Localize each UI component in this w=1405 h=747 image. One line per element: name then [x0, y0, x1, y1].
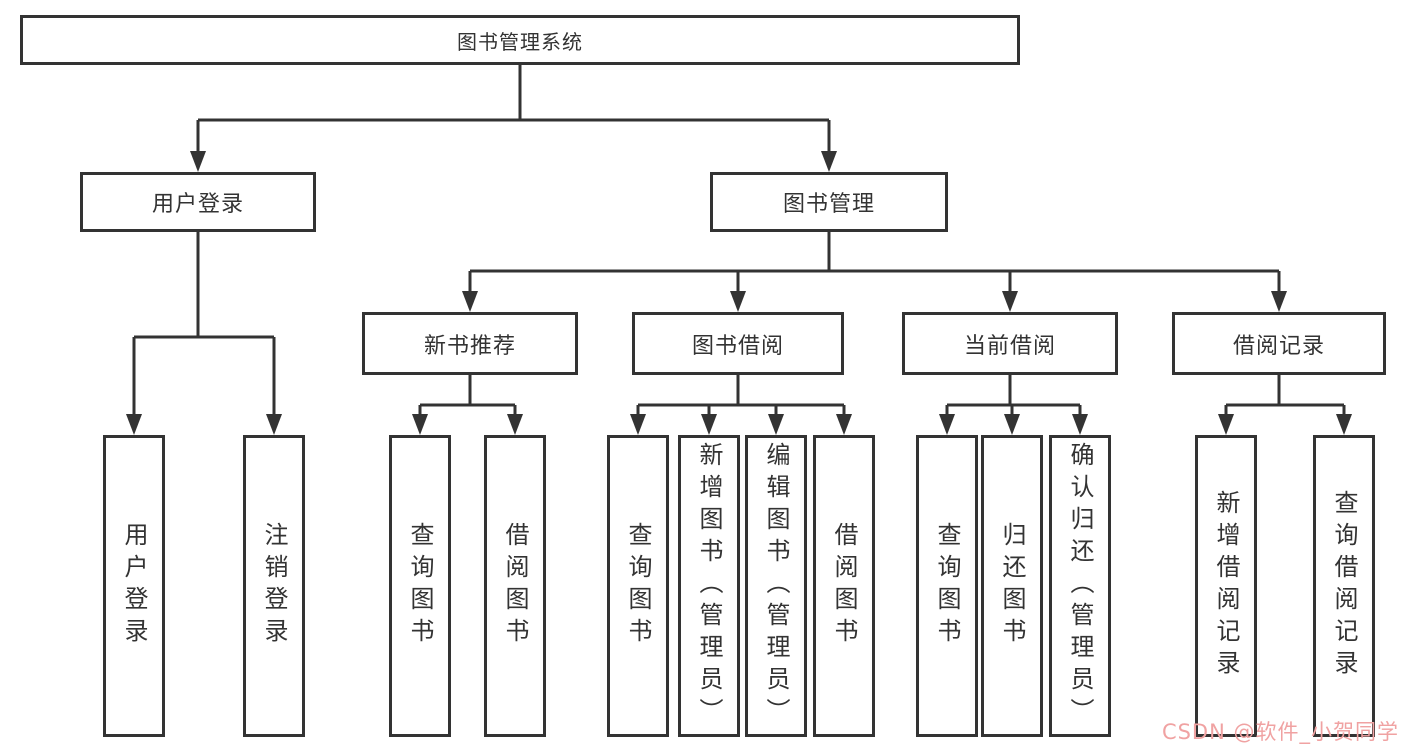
- leaf-label: 新增借阅记录: [1212, 490, 1240, 682]
- leaf-edit-book-admin: 编辑图书（管理员）: [745, 435, 807, 737]
- leaf-add-borrow-record: 新增借阅记录: [1195, 435, 1257, 737]
- leaf-label: 新增图书（管理员）: [695, 442, 723, 730]
- leaf-label: 查询图书: [933, 522, 961, 650]
- leaf-label: 用户登录: [120, 522, 148, 650]
- node-current-borrowing: 当前借阅: [902, 312, 1118, 375]
- leaf-label: 编辑图书（管理员）: [762, 442, 790, 730]
- leaf-query-borrow-record: 查询借阅记录: [1313, 435, 1375, 737]
- node-book-management: 图书管理: [710, 172, 948, 232]
- node-label: 用户登录: [151, 192, 244, 217]
- node-label: 借阅记录: [1232, 333, 1325, 359]
- node-label: 图书管理系统: [457, 29, 583, 54]
- leaf-return-book: 归还图书: [981, 435, 1043, 737]
- node-book-borrowing: 图书借阅: [632, 312, 844, 375]
- node-label: 图书管理: [782, 192, 875, 217]
- node-user-login: 用户登录: [80, 172, 316, 232]
- leaf-confirm-return-admin: 确认归还（管理员）: [1049, 435, 1111, 737]
- node-label: 当前借阅: [963, 333, 1056, 359]
- csdn-watermark: CSDN @软件_小贺同学: [1161, 720, 1399, 744]
- leaf-label: 借阅图书: [830, 522, 858, 650]
- leaf-borrow-books: 借阅图书: [813, 435, 875, 737]
- leaf-query-books-borrow: 查询图书: [607, 435, 669, 737]
- node-new-book-recommend: 新书推荐: [362, 312, 578, 375]
- leaf-add-book-admin: 新增图书（管理员）: [678, 435, 740, 737]
- leaf-label: 注销登录: [260, 522, 288, 650]
- leaf-label: 查询图书: [624, 522, 652, 650]
- node-label: 新书推荐: [423, 333, 516, 359]
- node-label: 图书借阅: [691, 333, 784, 359]
- leaf-label: 确认归还（管理员）: [1066, 442, 1094, 730]
- leaf-user-login: 用户登录: [103, 435, 165, 737]
- leaf-label: 查询图书: [406, 522, 434, 650]
- node-library-management-system: 图书管理系统: [20, 15, 1020, 65]
- leaf-logout: 注销登录: [243, 435, 305, 737]
- leaf-query-books-recommend: 查询图书: [389, 435, 451, 737]
- node-borrowing-records: 借阅记录: [1172, 312, 1386, 375]
- leaf-label: 借阅图书: [501, 522, 529, 650]
- leaf-label: 查询借阅记录: [1330, 490, 1358, 682]
- leaf-label: 归还图书: [998, 522, 1026, 650]
- leaf-borrow-books-recommend: 借阅图书: [484, 435, 546, 737]
- leaf-query-books-current: 查询图书: [916, 435, 978, 737]
